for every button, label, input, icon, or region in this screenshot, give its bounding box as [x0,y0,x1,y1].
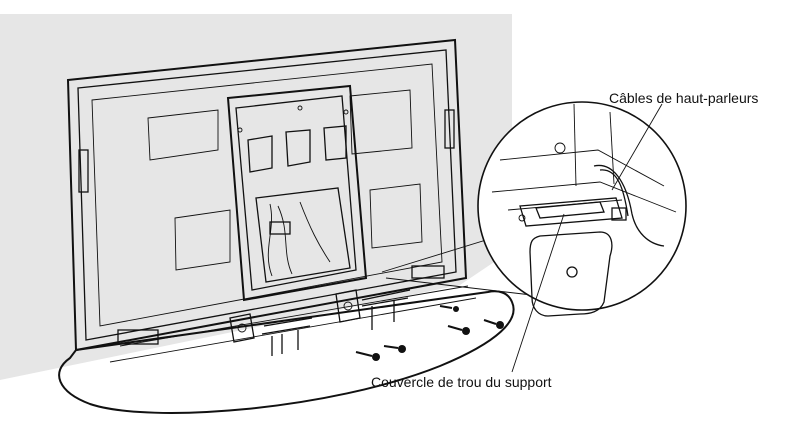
wall-mount-bracket [226,84,368,302]
callout-speaker-cables: Câbles de haut-parleurs [609,90,758,106]
screw-icon [383,345,406,353]
screw-icon [439,305,459,312]
screw-icon [447,325,470,335]
magnifier-circle [477,101,687,317]
zoom-line-bottom [385,277,541,297]
screw-icon [355,351,380,361]
callout-stand-hole-cover: Couvercle de trou du support [371,374,552,390]
tv-panel [66,38,468,352]
screw-icon [483,319,504,329]
leader-speaker-cables [611,103,663,191]
leader-stand-hole-cover [511,213,565,373]
stand-bracket-right [335,289,411,330]
stand-base [58,285,515,414]
wall-background [0,14,512,380]
stand-bracket-left [229,313,313,356]
